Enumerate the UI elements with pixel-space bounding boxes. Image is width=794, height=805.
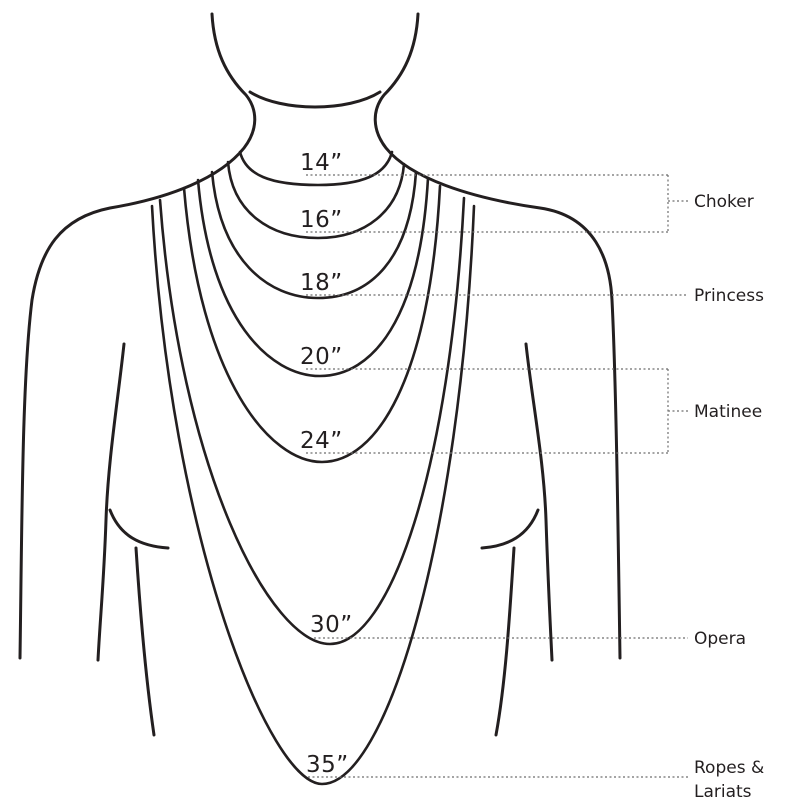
length-label-16: 16”: [300, 207, 343, 233]
length-labels: 14” 16” 18” 20” 24” 30” 35”: [300, 150, 353, 778]
category-label-matinee: Matinee: [694, 402, 762, 422]
left-arm-inner: [96, 342, 126, 662]
left-torso-side: [134, 546, 156, 737]
necklace-30: [158, 196, 466, 646]
matinee-bracket: [667, 369, 688, 453]
necklace-35: [150, 204, 476, 786]
length-label-18: 18”: [300, 270, 343, 296]
category-label-opera: Opera: [694, 629, 746, 649]
choker-bracket: [667, 175, 688, 232]
guide-lines: [306, 174, 688, 778]
chin-outline: [248, 90, 382, 109]
category-label-lariats: Lariats: [694, 782, 752, 802]
length-label-20: 20”: [300, 344, 343, 370]
left-breast-fold: [108, 508, 170, 550]
body-silhouette: [18, 12, 622, 737]
necklace-24: [182, 184, 442, 464]
neck-left-outline: [18, 12, 257, 660]
length-label-30: 30”: [310, 612, 353, 638]
right-breast-fold: [480, 508, 540, 550]
neck-right-outline: [373, 12, 622, 660]
necklace-16: [226, 160, 406, 240]
necklace-18: [210, 170, 418, 300]
right-arm-inner: [524, 342, 554, 662]
length-label-14: 14”: [300, 150, 343, 176]
length-label-24: 24”: [300, 428, 343, 454]
category-label-choker: Choker: [694, 192, 754, 212]
category-label-princess: Princess: [694, 286, 764, 306]
category-label-ropes: Ropes &: [694, 758, 764, 778]
category-labels: Choker Princess Matinee Opera Ropes & La…: [694, 192, 764, 802]
necklace-20: [196, 176, 430, 378]
right-torso-side: [494, 546, 516, 737]
necklaces: [150, 150, 476, 786]
necklace-14: [238, 150, 394, 187]
length-label-35: 35”: [306, 752, 349, 778]
